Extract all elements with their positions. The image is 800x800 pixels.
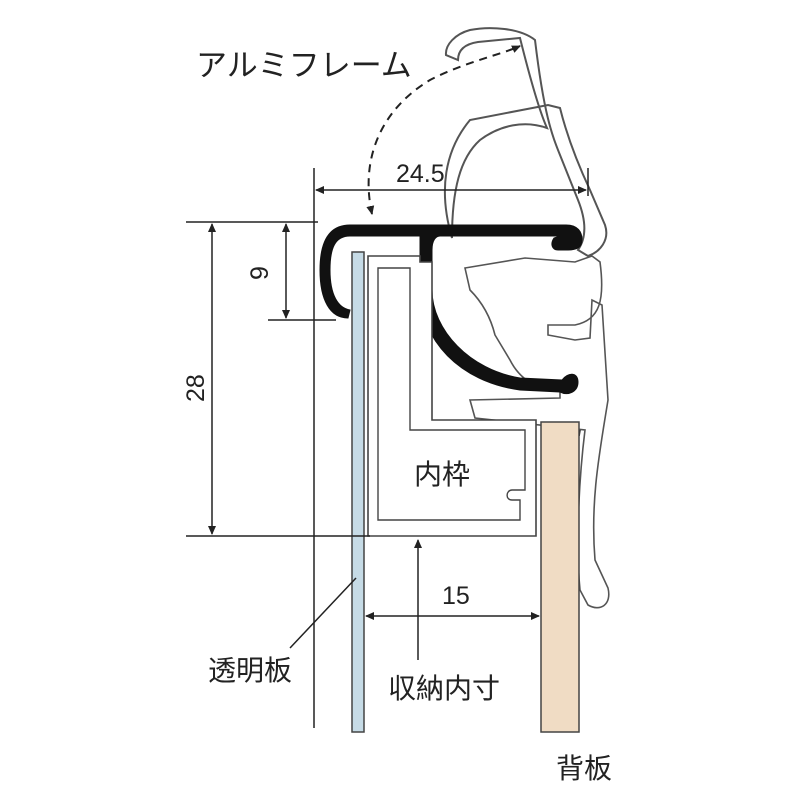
dim-24-5-text: 24.5 bbox=[396, 160, 445, 188]
dim-9-text: 9 bbox=[246, 266, 274, 280]
inner-frame-label: 内枠 bbox=[414, 458, 470, 491]
storage-inner-size-label: 収納内寸 bbox=[388, 672, 500, 705]
transparent-plate-leader bbox=[289, 577, 357, 649]
aluminum-frame-label: アルミフレーム bbox=[196, 48, 412, 84]
back-plate-label: 背板 bbox=[556, 752, 612, 785]
rotation-arc bbox=[366, 45, 521, 215]
inner-frame-inner bbox=[377, 267, 526, 521]
dim-15-text: 15 bbox=[442, 582, 470, 610]
open-cover-clip bbox=[443, 27, 608, 258]
transparent-plate bbox=[351, 251, 365, 733]
transparent-plate-label: 透明板 bbox=[208, 654, 292, 687]
dim-28-text: 28 bbox=[182, 374, 210, 402]
snap-clip bbox=[464, 255, 610, 609]
back-plate bbox=[540, 421, 580, 733]
